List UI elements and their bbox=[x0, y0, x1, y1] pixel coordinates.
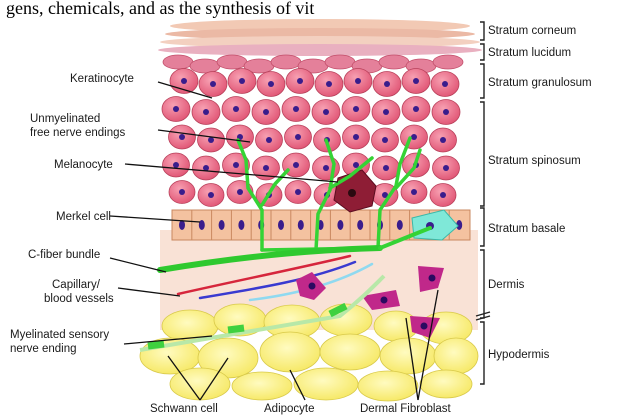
granular-cell bbox=[433, 55, 463, 69]
label-stratum-corneum: Stratum corneum bbox=[488, 25, 576, 37]
keratinocyte-nucleus bbox=[179, 134, 185, 140]
label-unmyelinated-2: free nerve endings bbox=[30, 127, 126, 139]
adipocyte-cell bbox=[420, 370, 472, 398]
label-stratum-spinosum: Stratum spinosum bbox=[488, 155, 581, 167]
keratinocyte-nucleus bbox=[237, 189, 243, 195]
keratinocyte-nucleus bbox=[263, 109, 269, 115]
keratinocyte-nucleus bbox=[323, 109, 329, 115]
keratinocyte-nucleus bbox=[233, 162, 239, 168]
keratinocyte-nucleus bbox=[263, 165, 269, 171]
granular-cell bbox=[379, 55, 409, 69]
keratinocyte-nucleus bbox=[353, 162, 359, 168]
label-stratum-basale: Stratum basale bbox=[488, 223, 565, 235]
label-stratum-granulosum: Stratum granulosum bbox=[488, 77, 592, 89]
keratinocyte-nucleus bbox=[440, 192, 446, 198]
keratinocyte-nucleus bbox=[355, 78, 361, 84]
adipocyte-cell bbox=[260, 332, 320, 372]
adipocyte-cell bbox=[294, 368, 358, 400]
keratinocyte-nucleus bbox=[208, 137, 214, 143]
label-dermal-fibroblast: Dermal Fibroblast bbox=[360, 403, 452, 415]
keratinocyte-nucleus bbox=[295, 189, 301, 195]
keratinocyte-nucleus bbox=[383, 165, 389, 171]
basal-nucleus bbox=[219, 220, 225, 230]
adipocyte-cell bbox=[358, 371, 418, 401]
basal-nucleus bbox=[278, 220, 284, 230]
adipocyte-cell bbox=[232, 372, 292, 400]
keratinocyte-nucleus bbox=[384, 81, 390, 87]
keratinocyte-nucleus bbox=[353, 106, 359, 112]
granular-cell bbox=[325, 55, 355, 69]
label-unmyelinated-1: Unmyelinated bbox=[30, 113, 100, 125]
keratinocyte-nucleus bbox=[266, 137, 272, 143]
basal-nucleus bbox=[238, 220, 244, 230]
adipocyte-cell bbox=[380, 338, 436, 374]
header-text-fragment: gens, chemicals, and as the synthesis of… bbox=[6, 0, 314, 18]
label-myelinated-1: Myelinated sensory bbox=[10, 329, 109, 341]
keratinocyte-nucleus bbox=[203, 109, 209, 115]
keratinocyte-nucleus bbox=[208, 192, 214, 198]
adipocyte-cell bbox=[434, 338, 478, 374]
keratinocyte-nucleus bbox=[268, 81, 274, 87]
label-dermis: Dermis bbox=[488, 279, 525, 291]
keratinocyte-nucleus bbox=[233, 106, 239, 112]
keratinocyte-nucleus bbox=[442, 81, 448, 87]
stratum-corneum-band bbox=[158, 19, 482, 56]
label-hypodermis: Hypodermis bbox=[488, 349, 550, 361]
label-keratinocyte: Keratinocyte bbox=[70, 73, 134, 85]
basal-nucleus bbox=[397, 220, 403, 230]
basal-nucleus bbox=[337, 220, 343, 230]
keratinocyte-nucleus bbox=[181, 78, 187, 84]
keratinocyte-nucleus bbox=[173, 106, 179, 112]
label-merkel-cell: Merkel cell bbox=[56, 211, 111, 223]
keratinocyte-nucleus bbox=[413, 106, 419, 112]
keratinocyte-nucleus bbox=[210, 81, 216, 87]
keratinocyte-nucleus bbox=[353, 134, 359, 140]
keratinocyte-nucleus bbox=[382, 137, 388, 143]
basal-nucleus bbox=[357, 220, 363, 230]
keratinocyte-nucleus bbox=[443, 165, 449, 171]
label-capillary-1: Capillary/ bbox=[52, 279, 101, 291]
label-myelinated-2: nerve ending bbox=[10, 343, 77, 355]
basal-nucleus bbox=[298, 220, 304, 230]
label-adipocyte: Adipocyte bbox=[264, 403, 315, 415]
label-c-fiber: C-fiber bundle bbox=[28, 249, 100, 261]
keratinocyte-nucleus bbox=[293, 106, 299, 112]
granular-cell bbox=[271, 55, 301, 69]
keratinocyte-nucleus bbox=[443, 109, 449, 115]
keratinocyte-nucleus bbox=[239, 78, 245, 84]
keratinocyte-nucleus bbox=[326, 81, 332, 87]
label-capillary-2: blood vessels bbox=[44, 293, 114, 305]
keratinocyte-nucleus bbox=[323, 165, 329, 171]
keratinocyte-nucleus bbox=[411, 134, 417, 140]
granular-cell bbox=[163, 55, 193, 69]
label-stratum-lucidum: Stratum lucidum bbox=[488, 47, 571, 59]
adipocyte-cell bbox=[320, 334, 380, 370]
keratinocyte-nucleus bbox=[179, 189, 185, 195]
keratinocyte-nucleus bbox=[413, 78, 419, 84]
keratinocyte-nucleus bbox=[295, 134, 301, 140]
keratinocyte-nucleus bbox=[411, 189, 417, 195]
label-melanocyte: Melanocyte bbox=[54, 159, 113, 171]
keratinocyte-group bbox=[162, 69, 460, 207]
granular-cell bbox=[217, 55, 247, 69]
keratinocyte-nucleus bbox=[173, 162, 179, 168]
label-schwann-cell: Schwann cell bbox=[150, 403, 218, 415]
keratinocyte-nucleus bbox=[297, 78, 303, 84]
keratinocyte-nucleus bbox=[383, 109, 389, 115]
keratinocyte-nucleus bbox=[293, 162, 299, 168]
adipocyte-cell bbox=[170, 368, 230, 400]
granular-cell bbox=[190, 59, 220, 73]
keratinocyte-nucleus bbox=[440, 137, 446, 143]
